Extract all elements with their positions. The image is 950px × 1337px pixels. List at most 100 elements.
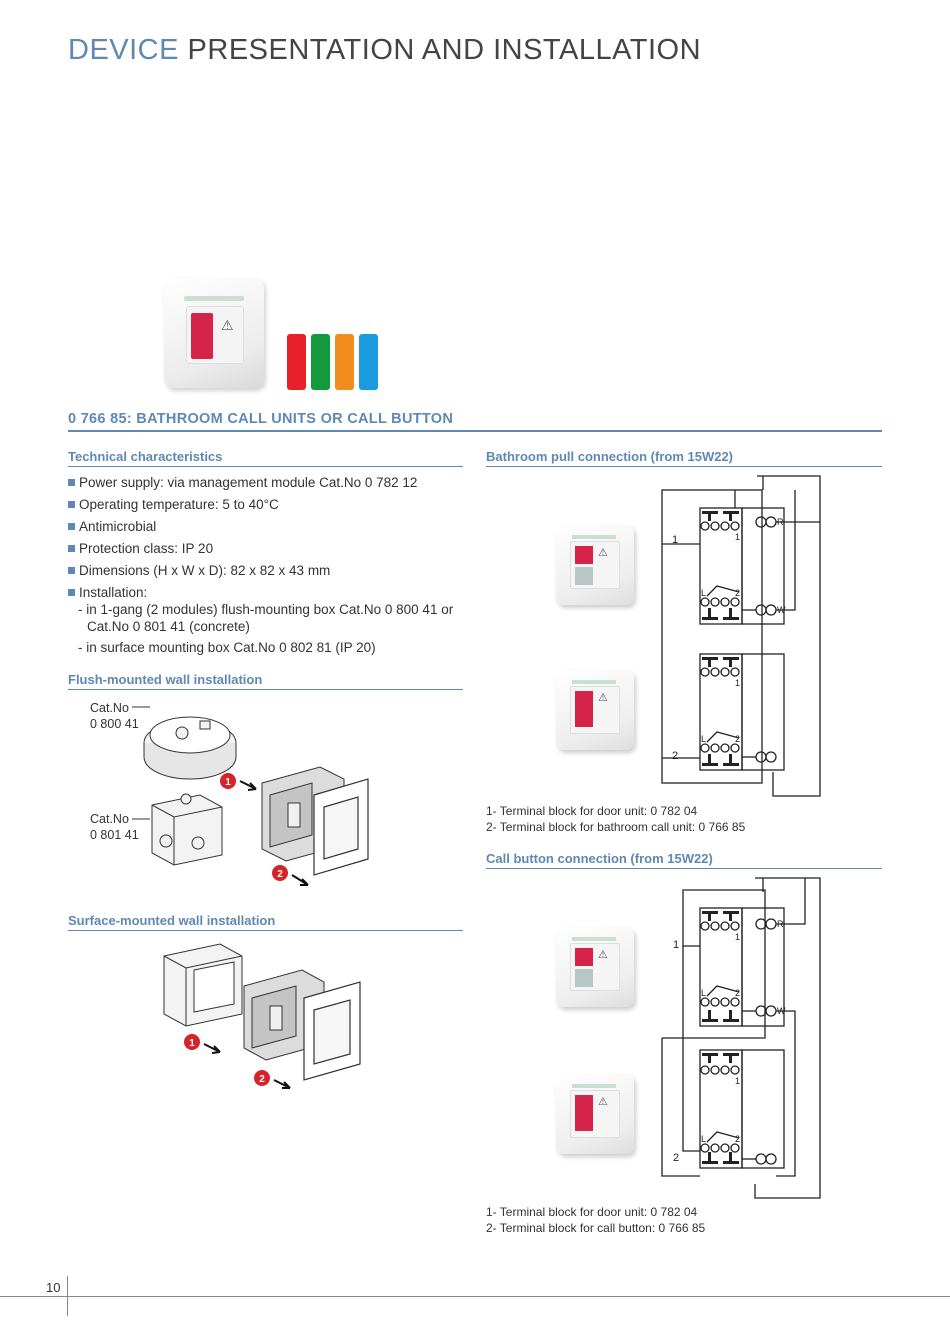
technical-item: Dimensions (H x W x D): 82 x 82 x 43 mm bbox=[68, 562, 468, 579]
surface-install-drawing: 1 2 bbox=[163, 943, 361, 1089]
flush-heading: Flush-mounted wall installation bbox=[68, 672, 263, 687]
technical-item: Installation: bbox=[68, 584, 468, 601]
surface-rule bbox=[68, 930, 463, 931]
key-icon: ⚠ bbox=[598, 692, 608, 704]
page-title-accent: DEVICE bbox=[68, 34, 179, 66]
installation-sub-text: Cat.No 0 801 41 (concrete) bbox=[87, 619, 250, 634]
bathroom-pull-legend-1: 1- Terminal block for door unit: 0 782 0… bbox=[486, 804, 698, 818]
swatch-orange bbox=[335, 334, 354, 390]
photo-red-button bbox=[575, 1095, 593, 1131]
photo-strip bbox=[572, 535, 616, 539]
page-number: 10 bbox=[46, 1280, 61, 1295]
flush-box1-caption: Cat.No 0 800 41 bbox=[90, 700, 139, 732]
bathroom-pull-legend-2: 2- Terminal block for bathroom call unit… bbox=[486, 820, 746, 834]
product-title: 0 766 85: BATHROOM CALL UNITS OR CALL BU… bbox=[68, 411, 454, 427]
terminal-2-label: 2 bbox=[735, 734, 740, 744]
call-button-photo-call-button: ⚠ bbox=[556, 1074, 634, 1154]
step-marker-1: 1 bbox=[220, 773, 257, 791]
technical-item-text: Power supply: via management module Cat.… bbox=[79, 475, 418, 490]
key-icon: ⚠ bbox=[598, 949, 608, 961]
flush-box2-line2: 0 801 41 bbox=[90, 828, 139, 842]
technical-item: Power supply: via management module Cat.… bbox=[68, 474, 468, 491]
block-2-label: 2 bbox=[673, 1152, 679, 1164]
page-title-rest: PRESENTATION AND INSTALLATION bbox=[187, 34, 702, 66]
flush-box2-line1: Cat.No bbox=[90, 812, 129, 826]
installation-sub-item: - in 1-gang (2 modules) flush-mounting b… bbox=[68, 601, 468, 618]
footer-divider bbox=[67, 1276, 68, 1316]
flush-box2-caption: Cat.No 0 801 41 bbox=[90, 811, 139, 843]
bullet-icon bbox=[68, 523, 75, 530]
call-button-heading: Call button connection (from 15W22) bbox=[486, 851, 713, 866]
technical-list: Power supply: via management module Cat.… bbox=[68, 474, 468, 660]
bullet-icon bbox=[68, 589, 75, 596]
terminal-2-label: 2 bbox=[735, 1134, 740, 1144]
photo-grey-indicator bbox=[575, 969, 593, 987]
technical-item-text: Installation: bbox=[79, 585, 148, 600]
photo-faceplate: ⚠ bbox=[570, 541, 620, 589]
surface-box-icon bbox=[163, 943, 243, 1027]
call-button-legend-2: 2- Terminal block for call button: 0 766… bbox=[486, 1221, 706, 1235]
photo-red-indicator bbox=[575, 546, 593, 564]
terminal-l-label: L bbox=[701, 1134, 706, 1144]
technical-heading: Technical characteristics bbox=[68, 449, 223, 464]
photo-strip bbox=[572, 680, 616, 684]
block-1-label: 1 bbox=[673, 939, 679, 951]
step-marker-2: 2 bbox=[272, 865, 309, 886]
call-button-legend-1: 1- Terminal block for door unit: 0 782 0… bbox=[486, 1205, 698, 1219]
technical-item: Operating temperature: 5 to 40°C bbox=[68, 496, 468, 513]
technical-item-text: Protection class: IP 20 bbox=[79, 541, 214, 556]
product-photo: ⚠ bbox=[164, 278, 264, 388]
cover-plate-icon bbox=[313, 778, 369, 876]
photo-faceplate: ⚠ bbox=[570, 943, 620, 991]
installation-sub-text: - in 1-gang (2 modules) flush-mounting b… bbox=[78, 602, 454, 617]
surface-step-marker-2: 2 bbox=[254, 1070, 291, 1089]
swatch-red bbox=[287, 334, 306, 390]
bathroom-pull-legend: 1- Terminal block for door unit: 0 782 0… bbox=[486, 803, 745, 835]
bullet-icon bbox=[68, 501, 75, 508]
terminal-1-label: 1 bbox=[735, 1076, 740, 1086]
bullet-icon bbox=[68, 545, 75, 552]
call-button-legend: 1- Terminal block for door unit: 0 782 0… bbox=[486, 1204, 705, 1236]
flush-rule bbox=[68, 689, 463, 690]
photo-strip bbox=[572, 1084, 616, 1088]
section-rule bbox=[68, 430, 882, 432]
technical-rule bbox=[68, 466, 463, 467]
flush-box1-line2: 0 800 41 bbox=[90, 717, 139, 731]
technical-item-text: Operating temperature: 5 to 40°C bbox=[79, 497, 279, 512]
surface-cover-plate-icon bbox=[303, 981, 361, 1081]
installation-sub-item: - in surface mounting box Cat.No 0 802 8… bbox=[68, 639, 468, 656]
swatch-blue bbox=[359, 334, 378, 390]
footer-rule bbox=[0, 1296, 950, 1297]
technical-item: Protection class: IP 20 bbox=[68, 540, 468, 557]
terminal-2-label: 2 bbox=[735, 988, 740, 998]
surface-heading: Surface-mounted wall installation bbox=[68, 913, 276, 928]
installation-sub-item: Cat.No 0 801 41 (concrete) bbox=[68, 618, 468, 635]
key-icon: ⚠ bbox=[221, 317, 234, 333]
photo-faceplate: ⚠ bbox=[570, 686, 620, 734]
photo-red-indicator bbox=[575, 948, 593, 966]
bullet-icon bbox=[68, 479, 75, 486]
technical-item-text: Dimensions (H x W x D): 82 x 82 x 43 mm bbox=[79, 563, 331, 578]
terminal-l-label: L bbox=[701, 988, 706, 998]
product-photo-red-button bbox=[191, 313, 213, 359]
terminal-w-label: W bbox=[777, 605, 786, 615]
surface-step-marker-1: 1 bbox=[184, 1034, 221, 1054]
product-photo-faceplate: ⚠ bbox=[186, 306, 244, 364]
call-button-photo-door-unit: ⚠ bbox=[556, 927, 634, 1007]
step-1-label: 1 bbox=[225, 777, 231, 788]
photo-red-button bbox=[575, 691, 593, 727]
block-2-label: 2 bbox=[672, 750, 678, 762]
terminal-l-label: L bbox=[701, 734, 706, 744]
terminal-r-label: R bbox=[777, 517, 784, 527]
round-box-icon bbox=[132, 706, 237, 780]
block-1-label: 1 bbox=[672, 534, 678, 546]
key-icon: ⚠ bbox=[598, 1096, 608, 1108]
page-title: DEVICE PRESENTATION AND INSTALLATION bbox=[68, 34, 701, 67]
surface-step-2-label: 2 bbox=[259, 1074, 265, 1085]
color-swatches bbox=[287, 334, 378, 390]
bathroom-pull-photo-door-unit: ⚠ bbox=[556, 525, 634, 605]
product-photo-strip bbox=[184, 296, 244, 301]
technical-item-text: Antimicrobial bbox=[79, 519, 157, 534]
bathroom-pull-heading: Bathroom pull connection (from 15W22) bbox=[486, 449, 734, 464]
terminal-l-label: L bbox=[701, 588, 706, 598]
